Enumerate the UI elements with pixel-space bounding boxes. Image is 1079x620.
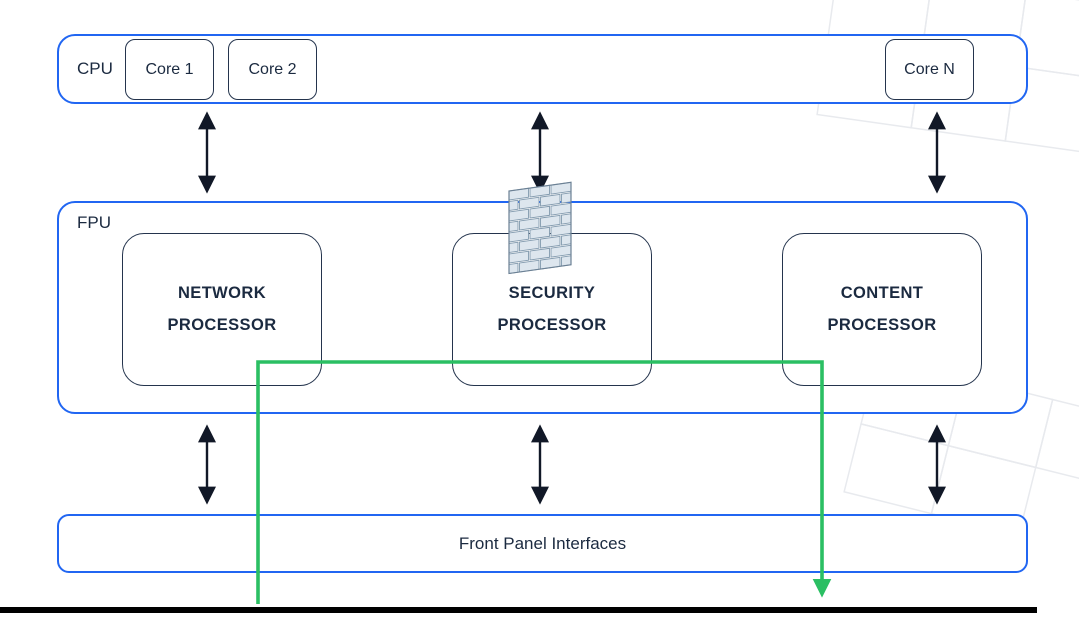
core-n-label: Core N	[904, 60, 955, 78]
front-panel-label: Front Panel Interfaces	[458, 533, 627, 553]
core-1-label: Core 1	[145, 60, 194, 78]
content-processor-box: CONTENT PROCESSOR	[782, 233, 982, 386]
fpu-box: FPU NETWORK PROCESSOR SECURITY PROCESSOR…	[57, 201, 1028, 414]
front-panel-box: Front Panel Interfaces	[57, 514, 1028, 573]
fpu-label: FPU	[77, 213, 111, 232]
network-processor-label-line1: NETWORK	[177, 284, 267, 302]
security-processor-box: SECURITY PROCESSOR	[452, 233, 652, 386]
security-processor-label-line2: PROCESSOR	[497, 316, 607, 334]
core-n-box: Core N	[885, 39, 974, 100]
content-processor-label-line2: PROCESSOR	[827, 316, 937, 334]
content-processor-label-line1: CONTENT	[840, 284, 924, 302]
security-processor-label-line1: SECURITY	[508, 284, 596, 302]
cpu-box: CPU Core 1 Core 2 Core N	[57, 34, 1028, 104]
core-2-label: Core 2	[248, 60, 297, 78]
core-2-box: Core 2	[228, 39, 317, 100]
network-processor-box: NETWORK PROCESSOR	[122, 233, 322, 386]
network-processor-label-line2: PROCESSOR	[167, 316, 277, 334]
cpu-label: CPU	[77, 59, 113, 78]
bottom-border-bar	[0, 607, 1037, 613]
core-1-box: Core 1	[125, 39, 214, 100]
